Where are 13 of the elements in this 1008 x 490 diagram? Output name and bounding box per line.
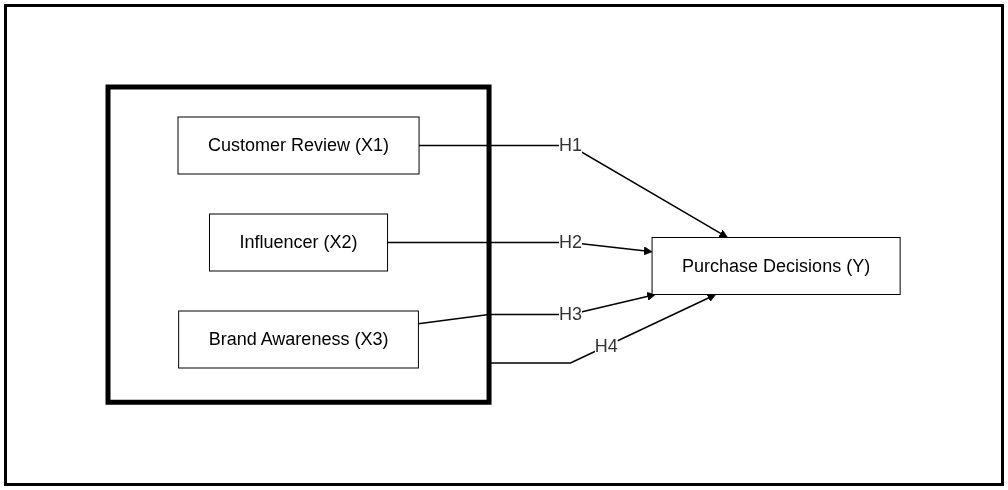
edge-label: H1: [558, 135, 582, 156]
edge-label: H2: [558, 232, 582, 253]
edge-label: H3: [558, 304, 582, 325]
arrow: [418, 145, 728, 239]
node-box: Brand Awareness (X3): [178, 310, 419, 369]
arrow: [386, 242, 653, 256]
arrow: [488, 294, 717, 365]
cluster: [105, 84, 492, 406]
node-box: Purchase Decisions (Y): [651, 237, 901, 296]
node-box: Customer Review (X1): [177, 116, 420, 175]
node-box: Influencer (X2): [208, 213, 388, 272]
arrow: [417, 292, 656, 325]
edge-label: H4: [594, 336, 618, 357]
